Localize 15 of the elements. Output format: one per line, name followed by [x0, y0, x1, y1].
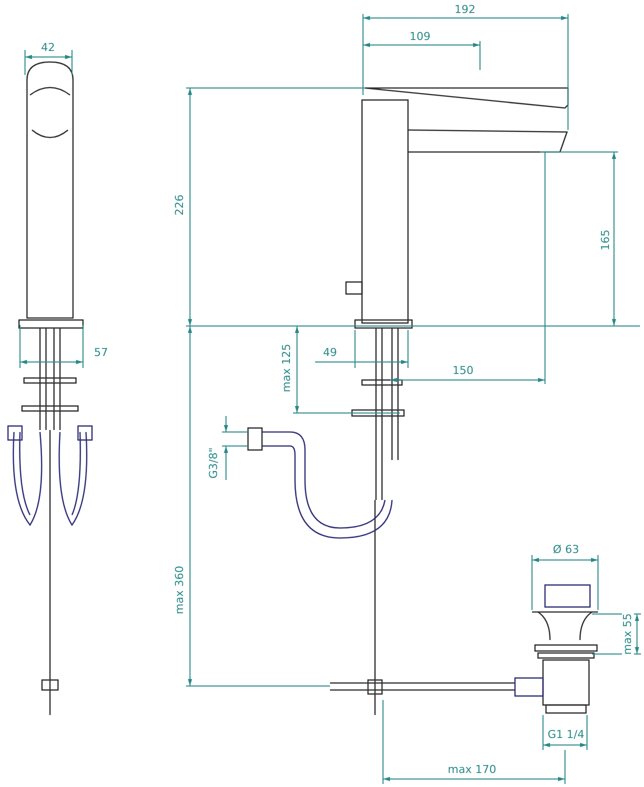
dimension-label: G3/8" [208, 446, 220, 480]
dimension-label: 42 [40, 42, 56, 54]
dimension-label: 57 [93, 347, 109, 359]
dimension-label: 192 [454, 4, 476, 16]
dimension-label: max 55 [622, 612, 634, 656]
dimension-label: max 360 [174, 564, 186, 616]
dimension-label: 226 [174, 194, 186, 216]
dimension-label: max 170 [446, 764, 498, 776]
dimension-label: Ø 63 [552, 544, 580, 556]
dimension-label: 165 [600, 228, 612, 252]
dimension-label: 109 [408, 31, 432, 43]
dimension-label: 49 [322, 347, 338, 359]
dimension-label: 150 [452, 365, 474, 377]
dimension-label: G1 1/4 [546, 729, 586, 741]
dimension-label: max 125 [281, 342, 293, 394]
